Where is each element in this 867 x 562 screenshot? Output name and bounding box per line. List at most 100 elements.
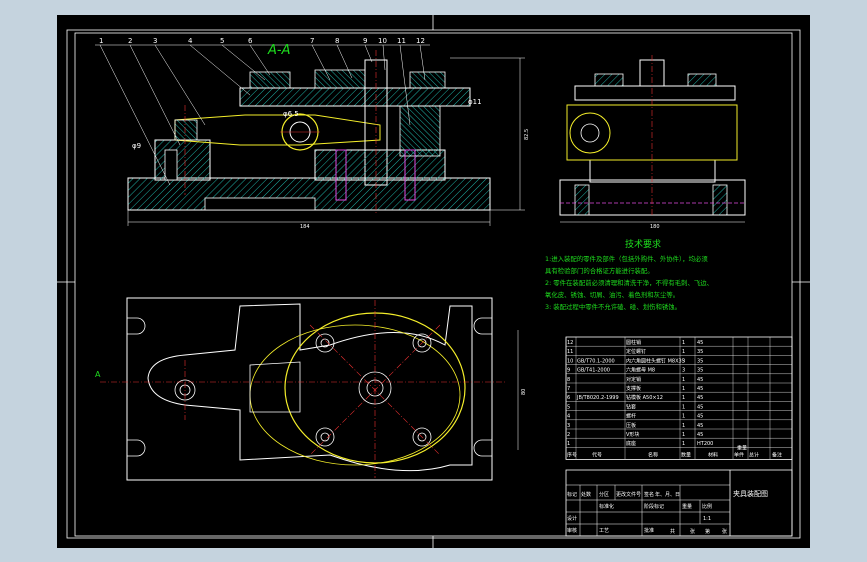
- role-standard: 标准化: [599, 503, 614, 510]
- bom-cell: 对定销: [626, 376, 641, 383]
- bom-cell: 11: [567, 349, 573, 355]
- bom-cell: V形块: [626, 431, 639, 438]
- bom-cell: 1: [682, 423, 685, 429]
- bom-cell: 1: [682, 441, 685, 447]
- tech-line-5: 3: 装配过程中零件不允许磕、碰、划伤和锈蚀。: [545, 302, 681, 311]
- part-numbers: 1 2 3 4 5 6 7 8 9 10 11 12: [99, 37, 425, 45]
- title-zone: 分区: [599, 491, 609, 498]
- bom-cell: 3: [682, 368, 685, 374]
- part-no-7: 7: [310, 37, 314, 45]
- part-no-11: 11: [397, 37, 406, 45]
- bom-cell: 5: [567, 404, 570, 410]
- sheet-total-unit: 张: [690, 528, 695, 535]
- bom-cell: 1: [682, 349, 685, 355]
- bom-cell: 3: [567, 423, 570, 429]
- stage-mark: 阶段标记: [644, 503, 664, 510]
- part-no-10: 10: [378, 37, 387, 45]
- section-arrow-label: A: [95, 370, 101, 379]
- outer-frame: [66, 29, 801, 539]
- bom-cell: JB/T8020.2-1999: [576, 395, 619, 401]
- part-no-3: 3: [153, 37, 157, 45]
- bom-header-cell: 单件: [734, 451, 744, 458]
- bom-cell: 1: [682, 432, 685, 438]
- bom-cell: 钻模板 A50×12: [626, 394, 663, 401]
- bom-cell: 圆柱销: [626, 339, 641, 346]
- part-no-5: 5: [220, 37, 224, 45]
- bom-cell: 35: [697, 349, 703, 355]
- bom-cell: 45: [697, 414, 703, 420]
- bom-weight-label: 重量: [737, 444, 747, 451]
- part-no-12: 12: [416, 37, 425, 45]
- dim-side-width: 180: [650, 224, 660, 230]
- bom-header-cell: 备注: [772, 451, 782, 458]
- dim-front-width: 184: [300, 224, 310, 230]
- bom-header-cell: 名称: [648, 451, 658, 458]
- bom-cell: 1: [682, 340, 685, 346]
- title-sign: 签名: [644, 491, 654, 498]
- stage-scale: 比例: [702, 503, 712, 510]
- inner-frame: [74, 32, 793, 537]
- bom-cell: 6: [567, 395, 570, 401]
- sheet-no: 第: [705, 528, 710, 535]
- bom-cell: 钻套: [626, 403, 636, 410]
- bom-cell: 1: [682, 395, 685, 401]
- bom-cell: 1: [682, 386, 685, 392]
- bom-cell: 2: [567, 432, 570, 438]
- bom-cell: 45: [697, 423, 703, 429]
- scale-value: 1:1: [703, 516, 711, 522]
- front-section-view: [95, 44, 525, 226]
- tech-requirements: 技术要求 1:进入装配的零件及部件（包括外购件、外协件），均必须 具有检验部门的…: [545, 238, 713, 311]
- bom-cell: 45: [697, 404, 703, 410]
- bom-cell: 内六角圆柱头螺钉 M8X35: [626, 357, 685, 364]
- tech-line-4: 氧化皮、锈蚀、切屑、油污、着色剂和灰尘等。: [545, 290, 679, 299]
- sheet-total: 共: [670, 528, 675, 535]
- bom-header-cell: 数量: [681, 451, 691, 458]
- title-change: 更改文件号: [616, 491, 641, 498]
- bom-cell: 45: [697, 386, 703, 392]
- role-approve: 批准: [644, 527, 654, 534]
- title-count: 处数: [581, 491, 591, 498]
- bom-cell: 3: [682, 358, 685, 364]
- part-no-6: 6: [248, 37, 253, 45]
- bom-cell: 35: [697, 358, 703, 364]
- bom-cell: 12: [567, 340, 573, 346]
- stage-weight: 重量: [682, 503, 692, 510]
- bom-cell: 4: [567, 414, 570, 420]
- bom-cell: 45: [697, 340, 703, 346]
- dim-top-width: 80: [521, 389, 527, 395]
- bom-header-cell: 代号: [592, 451, 602, 458]
- dim-height: 82.5: [524, 129, 530, 140]
- title-mark: 标记: [567, 491, 577, 498]
- drawing-title: 夹具装配图: [733, 489, 768, 498]
- section-label: A-A: [267, 43, 290, 58]
- tech-line-2: 具有检验部门的合格证方能进行装配。: [545, 266, 654, 275]
- bom-cell: GB/T41-2000: [577, 368, 610, 374]
- title-block: 标记 处数 分区 更改文件号 签名 年、月、日 设计 标准化 审核 工艺 批准 …: [565, 469, 793, 537]
- bom-cell: 螺杆: [626, 413, 636, 420]
- bom-cell: 六角螺母 M8: [626, 367, 655, 374]
- part-no-2: 2: [128, 37, 132, 45]
- tech-title: 技术要求: [625, 238, 661, 250]
- bom-cell: 定位螺钉: [626, 348, 646, 355]
- part-no-4: 4: [188, 37, 193, 45]
- bom-cell: 45: [697, 377, 703, 383]
- bom-cell: 10: [567, 358, 573, 364]
- sheet-no-unit: 张: [722, 528, 727, 535]
- bom-cell: 1: [682, 404, 685, 410]
- bom-cell: 1: [567, 441, 570, 447]
- part-no-9: 9: [363, 37, 367, 45]
- bom-cell: 35: [697, 368, 703, 374]
- bom-cell: 9: [567, 368, 570, 374]
- bom-cell: 1: [682, 414, 685, 420]
- dim-phi9: φ9: [132, 142, 141, 150]
- bom-cell: 支撑板: [626, 385, 641, 392]
- bom-cell: 底座: [626, 440, 636, 447]
- role-design: 设计: [567, 515, 577, 522]
- tech-line-1: 1:进入装配的零件及部件（包括外购件、外协件），均必须: [545, 254, 708, 263]
- tech-line-3: 2: 零件在装配前必须清理和清洗干净，不得有毛刺、飞边、: [545, 278, 713, 287]
- bom-cell: 1: [682, 377, 685, 383]
- bom-cell: HT200: [697, 441, 713, 447]
- bom-header-cell: 序号: [567, 451, 577, 458]
